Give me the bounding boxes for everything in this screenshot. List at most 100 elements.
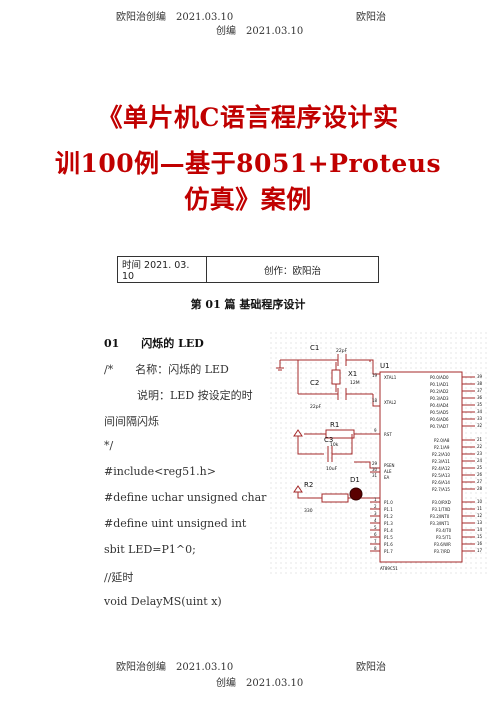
pin-num: 30 — [372, 467, 378, 472]
title-line-1: 《单片机C语言程序设计实 — [97, 103, 399, 132]
pin-p00: P0.0/AD0 — [430, 375, 449, 380]
label-x1-val: 12M — [350, 380, 360, 386]
pin-num: 3 — [374, 511, 377, 516]
label-x1: X1 — [348, 370, 357, 378]
led-icon — [349, 487, 363, 501]
pin-num: 17 — [477, 548, 483, 553]
pin-p04: P0.4/AD4 — [430, 403, 449, 408]
pin-num: 29 — [372, 461, 378, 466]
pin-num: 22 — [477, 444, 483, 449]
section-title: 第 01 篇 基础程序设计 — [190, 298, 306, 311]
pin-num: 32 — [477, 423, 483, 428]
pin-num: 23 — [477, 451, 483, 456]
pin-num: 16 — [477, 541, 483, 546]
pin-p37: P3.7/RD — [434, 549, 450, 554]
header-left: 欧阳治创编 2021.03.10 — [116, 12, 234, 23]
pin-p27: P2.7/A15 — [432, 487, 450, 492]
pin-p10: P1.0 — [384, 500, 393, 505]
label-c2-val: 22pF — [310, 404, 322, 410]
pin-p31: P3.1/TXD — [432, 507, 450, 512]
meta-author: 创作：欧阳治 — [206, 256, 379, 283]
pin-p35: P3.5/T1 — [436, 535, 452, 540]
code-line: void DelayMS(uint x) — [104, 595, 222, 608]
pin-p06: P0.6/AD6 — [430, 417, 449, 422]
pin-num: 14 — [477, 527, 483, 532]
code-line: /* 名称：闪烁的 LED — [104, 363, 229, 376]
pin-num: 28 — [477, 486, 483, 491]
pin-p25: P2.5/A13 — [432, 473, 450, 478]
pin-p23: P2.3/A11 — [432, 459, 450, 464]
pin-num: 12 — [477, 513, 483, 518]
title-line-3: 仿真》案例 — [184, 185, 312, 214]
pin-num: 11 — [477, 506, 483, 511]
pin-num: 1 — [374, 497, 377, 502]
code-line: sbit LED=P1^0; — [104, 543, 196, 556]
pin-p05: P0.5/AD5 — [430, 410, 449, 415]
code-line: #define uint unsigned int — [104, 517, 247, 530]
pin-num: 18 — [372, 398, 378, 403]
label-c2: C2 — [310, 379, 319, 387]
label-u1: U1 — [380, 362, 390, 370]
example-heading: 01 闪烁的 LED — [104, 337, 204, 350]
pin-num: 9 — [374, 428, 377, 433]
pin-p32: P3.2/INT0 — [430, 514, 450, 519]
pin-p13: P1.3 — [384, 521, 393, 526]
code-line: 说明：LED 按设定的时 — [104, 389, 253, 402]
circuit-schematic: C1 22pF C2 22pF X1 12M R1 10k C3 10uF R2… — [270, 332, 488, 574]
pin-p02: P0.2/AD2 — [430, 389, 449, 394]
pin-p07: P0.7/AD7 — [430, 424, 449, 429]
pin-p14: P1.4 — [384, 528, 393, 533]
pin-p30: P3.0/RXD — [432, 500, 451, 505]
pin-psen: PSEN — [384, 463, 394, 468]
header-right: 欧阳治 — [356, 12, 386, 23]
pin-p36: P3.6/WR — [434, 542, 451, 547]
footer-line2: 创编 2021.03.10 — [216, 678, 304, 689]
pin-ea: EA — [384, 475, 390, 480]
pin-ale: ALE — [384, 469, 392, 474]
pin-p24: P2.4/A12 — [432, 466, 450, 471]
pin-num: 8 — [374, 546, 377, 551]
pin-p16: P1.6 — [384, 542, 393, 547]
label-c1-val: 22pF — [336, 348, 348, 354]
pin-num: 35 — [477, 402, 483, 407]
pin-num: 19 — [372, 373, 378, 378]
pin-p20: P2.0/A8 — [434, 438, 450, 443]
pin-num: 7 — [374, 539, 377, 544]
footer-right: 欧阳治 — [356, 662, 386, 673]
code-line: #define uchar unsigned char — [104, 491, 267, 504]
pin-num: 25 — [477, 465, 483, 470]
label-r2-val: 330 — [304, 508, 313, 514]
pin-xtal2: XTAL2 — [384, 400, 397, 405]
label-u1-part: AT89C51 — [380, 566, 398, 571]
pin-num: 4 — [374, 518, 377, 523]
pin-num: 26 — [477, 472, 483, 477]
pin-num: 2 — [374, 504, 377, 509]
pin-num: 37 — [477, 388, 483, 393]
pin-p17: P1.7 — [384, 549, 393, 554]
pin-p01: P0.1/AD1 — [430, 382, 449, 387]
pin-p22: P2.2/A10 — [432, 452, 450, 457]
label-c3: C3 — [324, 436, 333, 444]
pin-p15: P1.5 — [384, 535, 393, 540]
pin-p11: P1.1 — [384, 507, 393, 512]
pin-num: 38 — [477, 381, 483, 386]
code-line: //延时 — [104, 571, 134, 584]
pin-num: 27 — [477, 479, 483, 484]
label-c3-val: 10uF — [326, 466, 338, 472]
pin-num: 10 — [477, 499, 483, 504]
pin-p34: P3.4/T0 — [436, 528, 452, 533]
meta-table: 时间 2021. 03. 10 创作：欧阳治 — [117, 256, 379, 283]
meta-time: 时间 2021. 03. 10 — [117, 256, 207, 283]
footer-left: 欧阳治创编 2021.03.10 — [116, 662, 234, 673]
pin-xtal1: XTAL1 — [384, 375, 397, 380]
label-r2: R2 — [304, 481, 313, 489]
pin-p03: P0.3/AD3 — [430, 396, 449, 401]
code-line: 间间隔闪烁 — [104, 415, 159, 428]
header-line2: 创编 2021.03.10 — [216, 26, 304, 37]
pin-p26: P2.6/A14 — [432, 480, 450, 485]
pin-num: 5 — [374, 525, 377, 530]
pin-rst: RST — [384, 432, 392, 437]
pin-num: 33 — [477, 416, 483, 421]
label-c1: C1 — [310, 344, 319, 352]
pin-num: 13 — [477, 520, 483, 525]
